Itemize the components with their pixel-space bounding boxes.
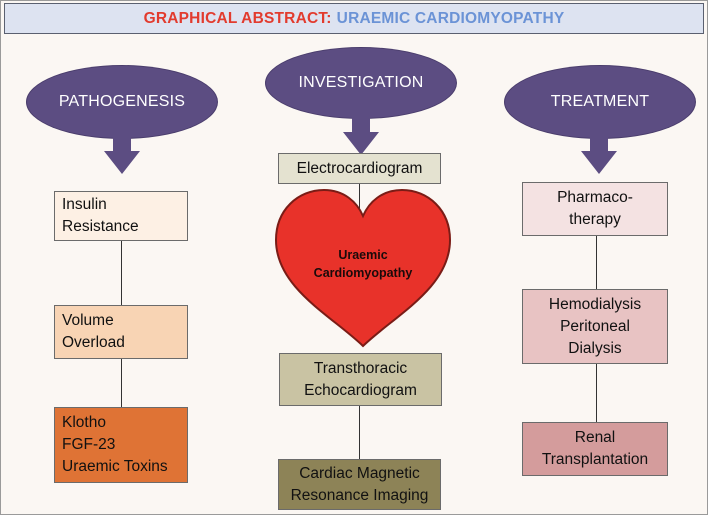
dialysis-box: Hemodialysis Peritoneal Dialysis <box>522 289 668 364</box>
connector-line <box>121 358 122 408</box>
box-label: Renal Transplantation <box>541 429 649 468</box>
title-topic: URAEMIC CARDIOMYOPATHY <box>336 9 565 27</box>
box-label: Pharmaco- therapy <box>557 189 633 228</box>
pathogenesis-heading: PATHOGENESIS <box>27 66 217 138</box>
electrocardiogram-box: Electrocardiogram <box>278 153 441 184</box>
pathogenesis-heading-label: PATHOGENESIS <box>58 93 186 110</box>
cardiac-mri-box: Cardiac Magnetic Resonance Imaging <box>278 459 441 510</box>
volume-overload-box: Volume Overload <box>54 305 188 359</box>
treatment-heading: TREATMENT <box>505 66 695 138</box>
box-label: Klotho FGF-23 Uraemic Toxins <box>62 414 168 475</box>
heart-icon <box>274 188 452 348</box>
connector-line <box>359 180 360 220</box>
connector-line <box>359 404 360 460</box>
box-label: Hemodialysis Peritoneal Dialysis <box>548 295 642 357</box>
klotho-fgf23-toxins-box: Klotho FGF-23 Uraemic Toxins <box>54 407 188 483</box>
box-label: Volume Overload <box>62 312 125 351</box>
down-arrow-icon <box>581 132 617 174</box>
uraemic-cardiomyopathy-label: Uraemic Cardiomyopathy <box>313 248 413 280</box>
box-label: Electrocardiogram <box>296 159 423 177</box>
renal-transplantation-box: Renal Transplantation <box>522 422 668 476</box>
down-arrow-icon <box>104 132 140 174</box>
connector-line <box>596 363 597 423</box>
box-label: Transthoracic Echocardiogram <box>304 359 417 399</box>
pharmacotherapy-box: Pharmaco- therapy <box>522 182 668 236</box>
connector-line <box>121 240 122 306</box>
box-label: Cardiac Magnetic Resonance Imaging <box>290 464 429 504</box>
connector-line <box>596 235 597 290</box>
title-prefix: GRAPHICAL ABSTRACT: <box>143 9 332 27</box>
investigation-heading-label: INVESTIGATION <box>298 74 424 91</box>
insulin-resistance-box: Insulin Resistance <box>54 191 188 241</box>
title-banner: GRAPHICAL ABSTRACT: URAEMIC CARDIOMYOPAT… <box>4 3 704 34</box>
treatment-heading-label: TREATMENT <box>550 93 650 110</box>
investigation-heading: INVESTIGATION <box>266 48 456 118</box>
transthoracic-echocardiogram-box: Transthoracic Echocardiogram <box>279 353 442 406</box>
box-label: Insulin Resistance <box>62 196 139 235</box>
down-arrow-icon <box>343 113 379 155</box>
